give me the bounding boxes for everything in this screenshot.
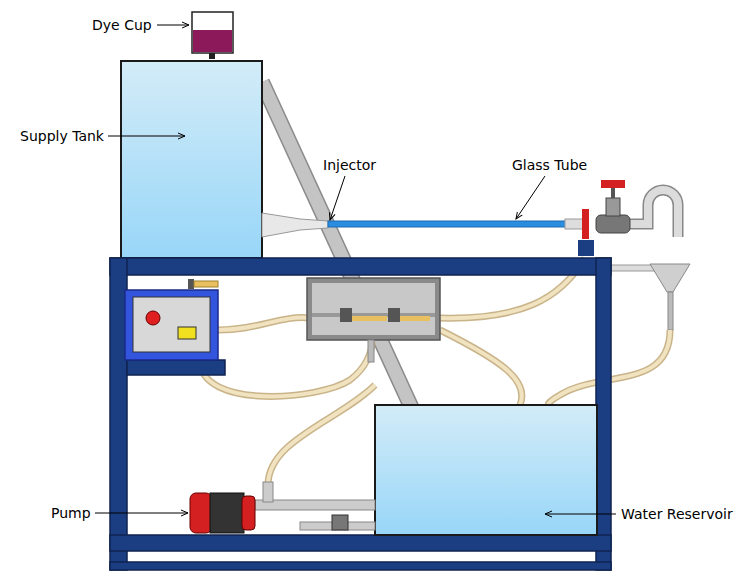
part-label: Water Reservoir xyxy=(621,505,733,523)
valve-bonnet xyxy=(606,198,620,216)
drain-valve xyxy=(332,515,348,530)
dye-cup xyxy=(192,12,233,53)
valve-box xyxy=(307,278,440,340)
valve-b xyxy=(388,308,400,322)
leader-lines xyxy=(95,25,616,514)
dye xyxy=(193,30,232,52)
glass-tube xyxy=(328,221,566,227)
u-pipe-fill xyxy=(628,190,678,237)
control-panel xyxy=(133,297,210,352)
tab-a xyxy=(352,316,387,321)
valve-body xyxy=(596,215,630,233)
part-label: Glass Tube xyxy=(512,156,587,174)
part-label: Dye Cup xyxy=(92,16,152,34)
pump-head xyxy=(242,496,255,530)
pump-tee xyxy=(263,482,273,502)
injector xyxy=(262,213,328,237)
red-clamp xyxy=(582,209,589,239)
frame xyxy=(110,258,611,570)
control-box xyxy=(125,290,218,360)
valve-handle xyxy=(601,180,625,188)
drain-pipe xyxy=(610,265,655,271)
outlet-block xyxy=(578,240,594,256)
part-label: Supply Tank xyxy=(20,127,104,145)
valve-tab xyxy=(194,281,218,287)
dye-outlet xyxy=(209,53,215,59)
valve-box-stub xyxy=(368,340,374,362)
small-valve xyxy=(188,279,194,289)
valve-a xyxy=(340,308,352,322)
u-pipe xyxy=(628,190,678,237)
pump-motor xyxy=(210,493,244,533)
tab-b xyxy=(400,316,430,321)
valve-stem xyxy=(611,188,615,198)
red-button xyxy=(146,311,160,325)
water-reservoir xyxy=(375,405,597,535)
pump-end xyxy=(190,493,212,533)
valve-box-inner xyxy=(312,283,435,335)
funnel xyxy=(650,264,690,292)
tube-connector xyxy=(565,219,584,229)
yellow-switch xyxy=(178,327,196,339)
part-label: Pump xyxy=(51,504,91,522)
funnel-stem xyxy=(668,292,673,330)
supply-tank xyxy=(121,61,262,258)
part-label: Injector xyxy=(323,156,376,174)
